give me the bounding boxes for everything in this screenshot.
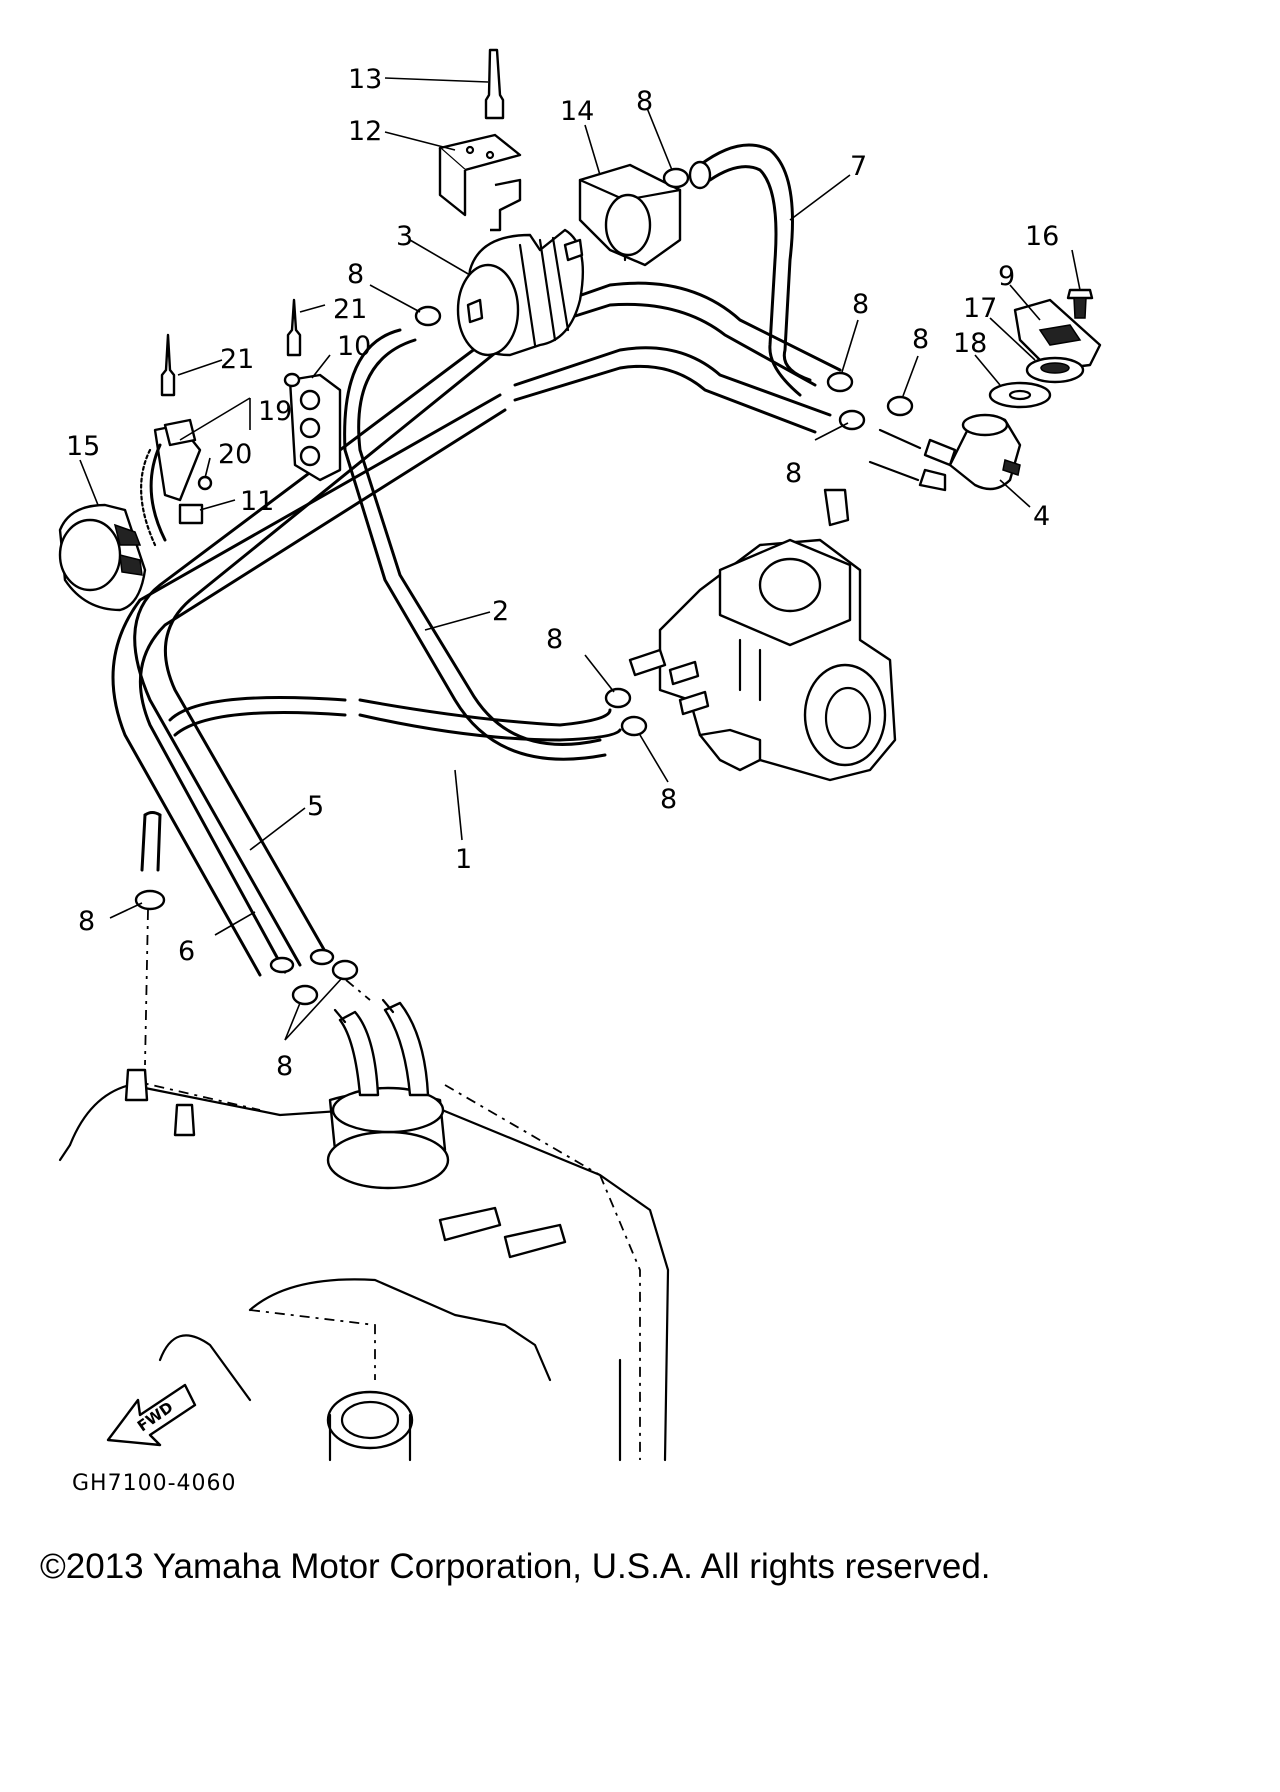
carburetor	[628, 488, 897, 782]
callout-16: 16	[1025, 221, 1059, 252]
callout-8: 8	[785, 458, 802, 489]
callout-15: 15	[66, 431, 100, 462]
copyright-notice: ©2013 Yamaha Motor Corporation, U.S.A. A…	[40, 1547, 991, 1586]
bracket-12	[438, 133, 522, 232]
callout-8: 8	[912, 324, 929, 355]
callout-17: 17	[963, 293, 997, 324]
callout-7: 7	[850, 151, 867, 182]
nut-17	[1025, 356, 1085, 384]
callout-8: 8	[78, 906, 95, 937]
callout-5: 5	[307, 791, 324, 822]
rivet-21b	[160, 333, 176, 397]
callout-20: 20	[218, 439, 252, 470]
callout-14: 14	[560, 96, 594, 127]
fuel-filter-3	[456, 228, 584, 357]
hose-clamp-8	[134, 167, 914, 1006]
callout-13: 13	[348, 64, 382, 95]
fuel-hose-2	[343, 328, 607, 761]
fuel-hose-7	[688, 143, 812, 397]
callout-8: 8	[852, 289, 869, 320]
plate-9	[1013, 298, 1102, 372]
callout-8: 8	[636, 86, 653, 117]
callout-8: 8	[347, 259, 364, 290]
callout-18: 18	[953, 328, 987, 359]
callout-1: 1	[455, 844, 472, 875]
fuel-tank	[58, 998, 670, 1462]
grommet-15	[58, 503, 147, 612]
fuel-hose-1	[168, 696, 622, 742]
pin-13	[484, 48, 505, 120]
fuel-cock-4	[868, 413, 1022, 492]
callout-21: 21	[333, 294, 367, 325]
callout-6: 6	[178, 936, 195, 967]
callout-4: 4	[1033, 501, 1050, 532]
rivet-21a	[286, 298, 302, 357]
holder-14	[578, 163, 682, 267]
callout-3: 3	[396, 221, 413, 252]
clip-10	[283, 372, 342, 482]
callout-12: 12	[348, 116, 382, 147]
callout-21: 21	[220, 344, 254, 375]
callout-2: 2	[492, 596, 509, 627]
band-19	[140, 418, 213, 547]
washer-18	[988, 381, 1052, 409]
vent-pipe	[140, 811, 162, 872]
callout-9: 9	[998, 261, 1015, 292]
callout-19: 19	[258, 396, 292, 427]
drawing-code: GH7100-4060	[72, 1471, 237, 1496]
forward-arrow-icon: FWD	[106, 1383, 197, 1447]
callout-labels: 13 12 14 8 7 3 8 21 21 10 16 9 17 18 8 8…	[66, 64, 1059, 1082]
callout-8: 8	[276, 1051, 293, 1082]
callout-11: 11	[240, 486, 274, 517]
callout-8: 8	[546, 624, 563, 655]
callout-10: 10	[337, 331, 371, 362]
fuel-hose-5-6	[111, 281, 842, 977]
leader-lines	[79, 77, 1081, 1066]
screw-16	[1066, 288, 1094, 319]
callout-8: 8	[660, 784, 677, 815]
